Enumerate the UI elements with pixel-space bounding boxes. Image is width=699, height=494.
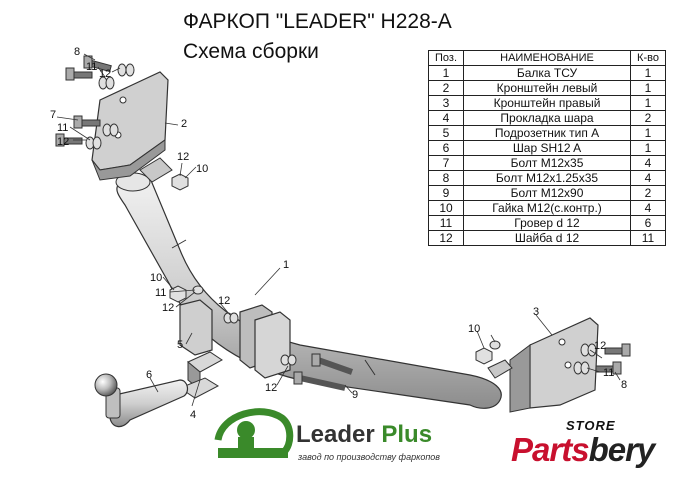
callout-11: 11 (57, 122, 68, 134)
callout-11: 11 (86, 61, 97, 73)
callout-12: 12 (99, 68, 111, 80)
row-quantity: 11 (630, 230, 666, 246)
callout-12: 12 (265, 382, 277, 394)
row-position: 12 (428, 230, 464, 246)
row-name: Подрозетник тип А (463, 125, 631, 141)
callout-11: 11 (155, 287, 166, 299)
beam-tab (139, 157, 173, 183)
ball-spacer-lower (178, 377, 220, 399)
long-bolts (293, 353, 353, 391)
callout-8: 8 (74, 46, 80, 58)
right-bolts (595, 343, 631, 375)
callout-5: 5 (177, 339, 183, 351)
socket-plate (179, 299, 213, 356)
callout-12: 12 (594, 340, 606, 352)
left-bracket (91, 71, 169, 181)
left-bolts (55, 55, 112, 147)
callout-10: 10 (196, 163, 208, 175)
leader-plus-wordmark: Leader Plus (296, 421, 432, 449)
callout-12: 12 (57, 136, 69, 148)
row-name: Шайба d 12 (463, 230, 631, 246)
callout-4: 4 (190, 409, 196, 421)
callout-10: 10 (150, 272, 162, 284)
leader-lines (56, 53, 621, 407)
plus-word: Plus (381, 421, 433, 448)
ball-mount-plate-right (254, 311, 291, 379)
beam-tab-right (487, 359, 513, 379)
callout-7: 7 (50, 109, 56, 121)
callout-3: 3 (533, 306, 539, 318)
leader-plus-tagline: завод по производству фаркопов (298, 452, 440, 462)
bery-word: bery (588, 431, 656, 468)
diagram-subtitle: Схема сборки (183, 40, 319, 63)
right-bracket (509, 317, 599, 413)
store-label: STORE (566, 418, 616, 433)
callout-2: 2 (181, 118, 187, 130)
row-name: Кронштейн правый (463, 95, 631, 111)
callout-10: 10 (468, 323, 480, 335)
callout-6: 6 (146, 369, 152, 381)
parts-word: Parts (511, 431, 590, 468)
row-name: Болт М12х1.25х35 (463, 170, 631, 186)
callout-12: 12 (177, 151, 189, 163)
callout-12: 12 (162, 302, 174, 314)
row-name: Болт М12х35 (463, 155, 631, 171)
partsbery-wordmark: Partsbery (511, 431, 656, 469)
callout-1: 1 (283, 259, 289, 271)
leader-plus-logo-icon (214, 408, 294, 458)
callout-9: 9 (352, 389, 358, 401)
callout-11: 11 (603, 367, 614, 379)
tow-ball (94, 373, 189, 428)
diagram-title: ФАРКОП "LEADER" H228-A (183, 10, 452, 33)
callout-8: 8 (621, 379, 627, 391)
leader-word: Leader (296, 421, 375, 448)
callout-12: 12 (218, 295, 230, 307)
